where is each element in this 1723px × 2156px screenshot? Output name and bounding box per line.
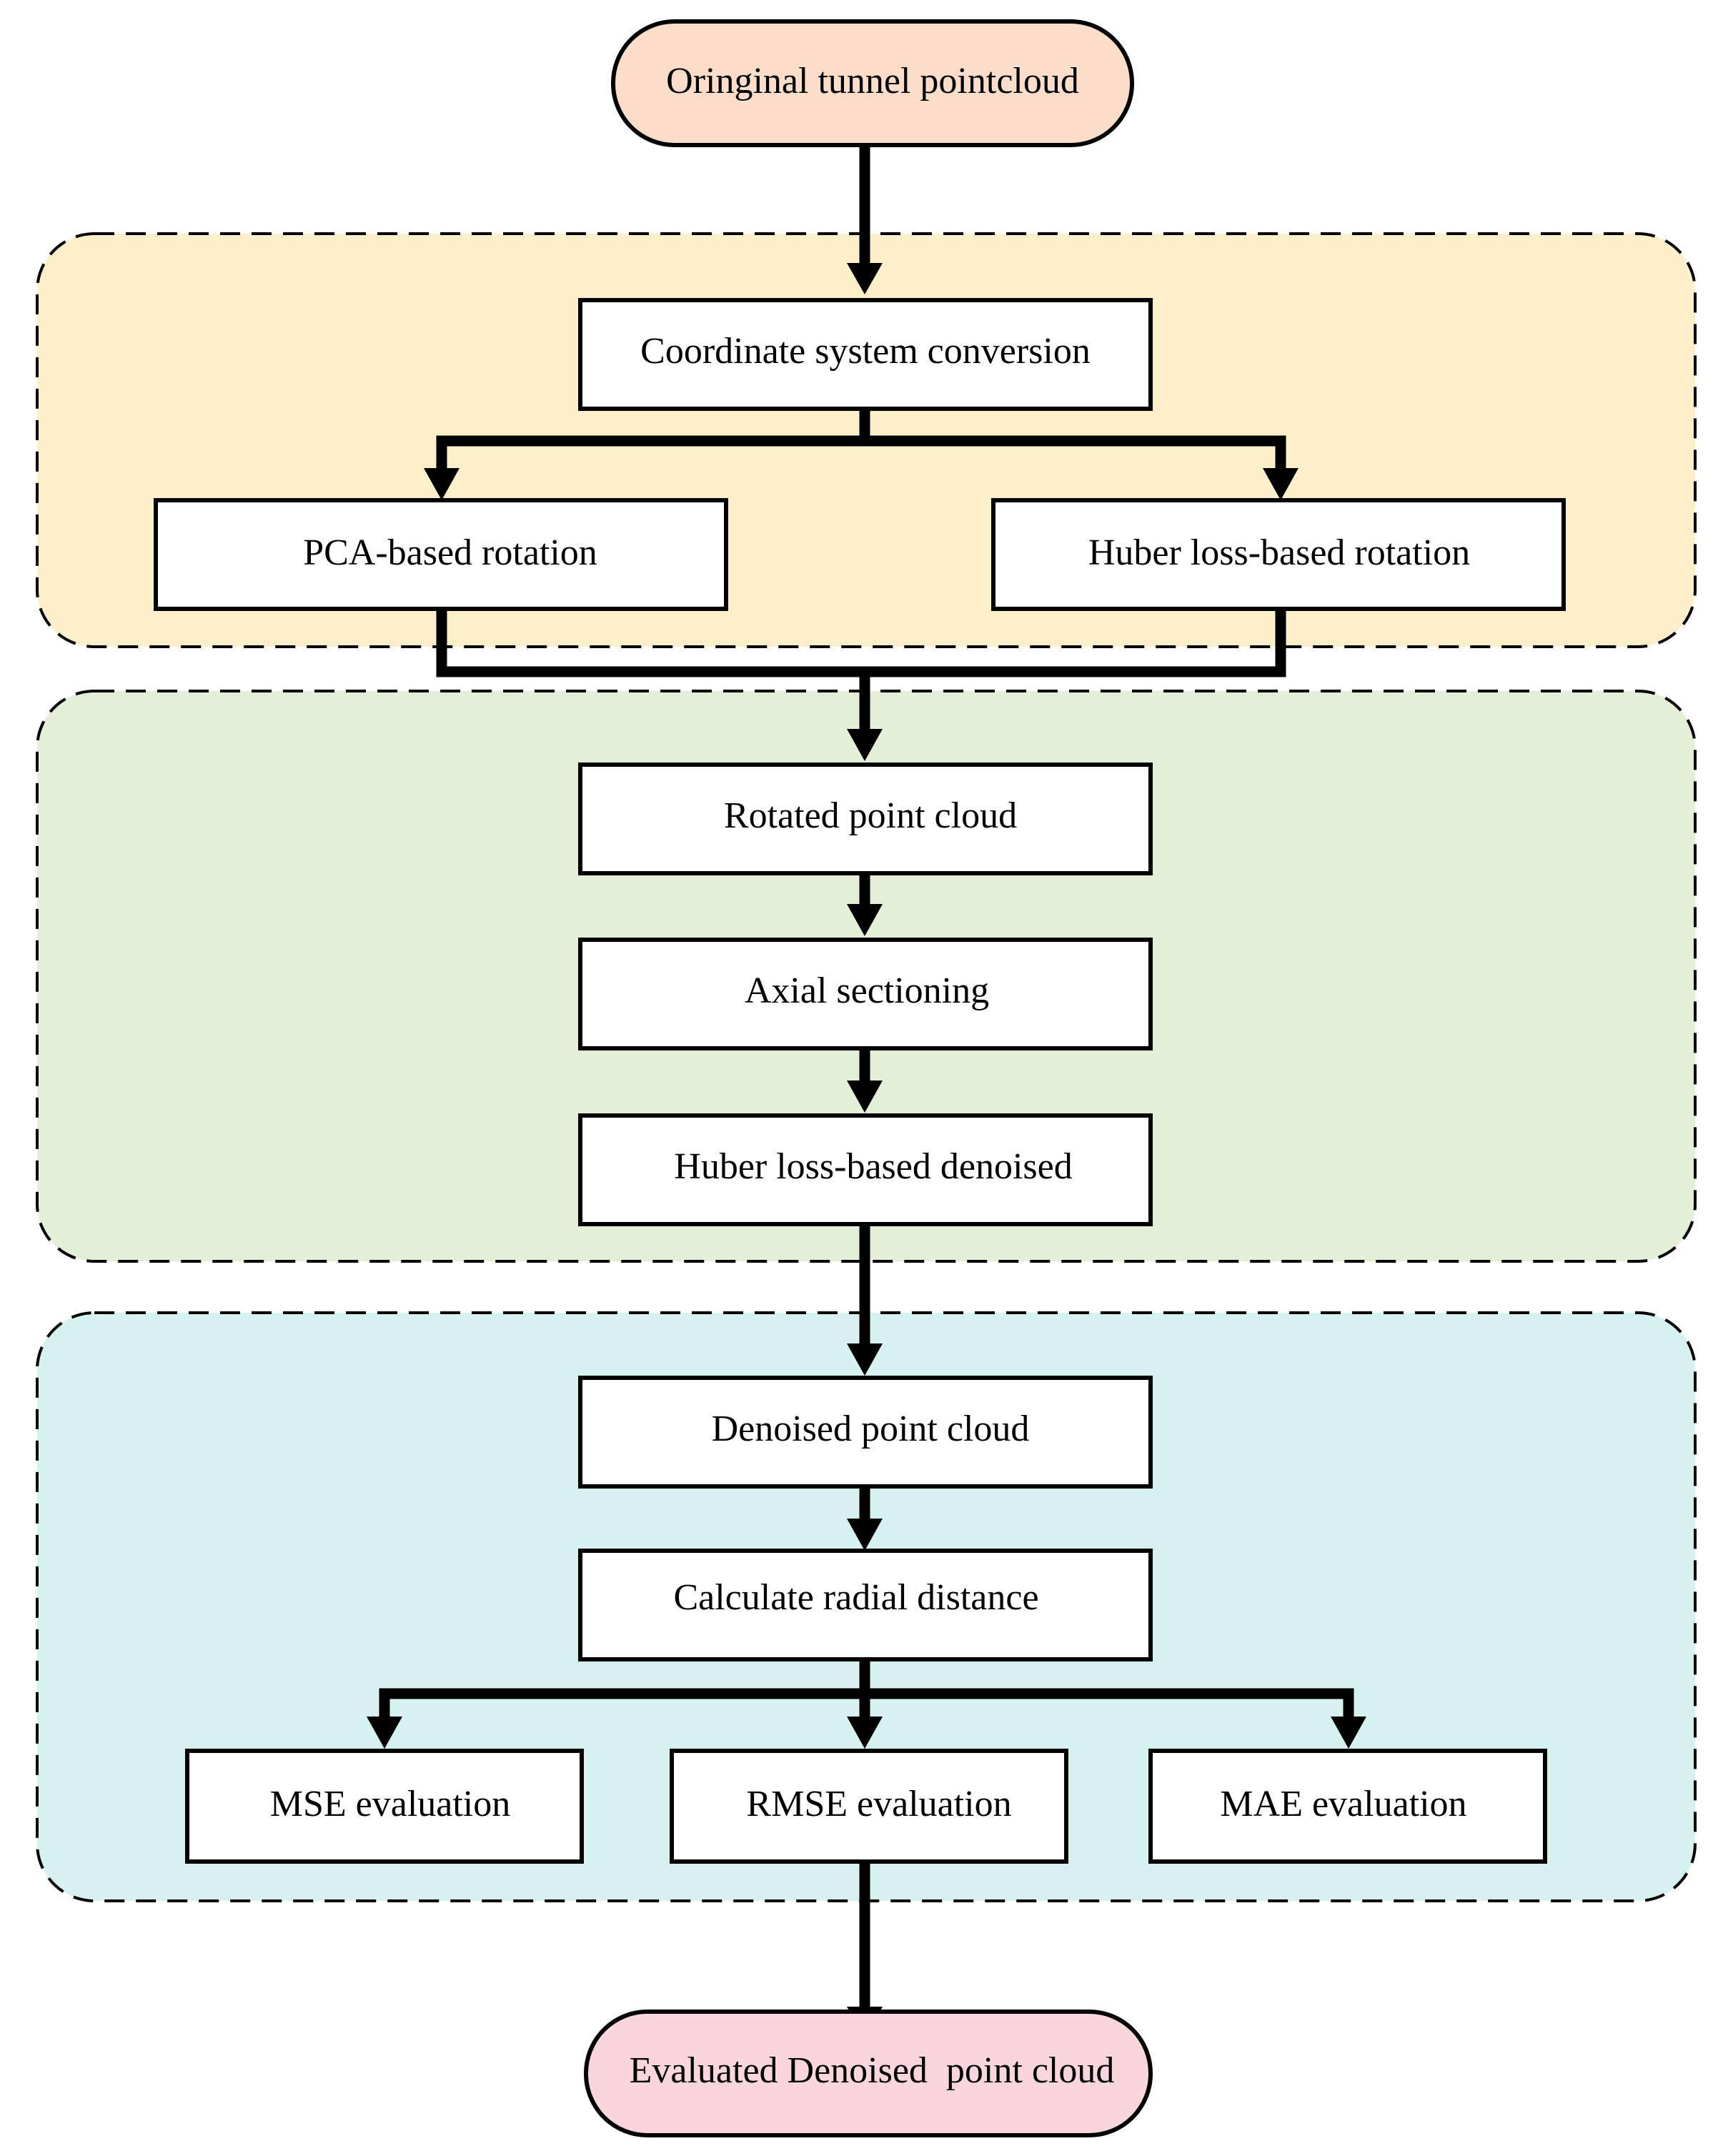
end-node: Evaluated Denoised point cloud [584,2010,1153,2137]
start-node-shape [611,19,1134,147]
node-pca-rotation-label: PCA-based rotation [303,532,597,573]
start-node: Oringinal tunnel pointcloud [611,19,1134,147]
node-radial-distance-label: Calculate radial distance [673,1577,1038,1618]
node-huber-denoised-label: Huber loss-based denoised [674,1146,1072,1187]
node-denoised-point-cloud-box [578,1376,1153,1489]
arrowhead-axial [847,904,883,936]
node-rmse-evaluation-label: RMSE evaluation [746,1784,1011,1824]
arrowhead-pca [424,468,460,500]
arrowhead-huber-rotation [1263,468,1299,500]
node-mse-evaluation-label: MSE evaluation [270,1784,511,1824]
arrowhead-denoise [847,1081,883,1113]
arrowhead-mse [367,1717,402,1749]
end-node-label: Evaluated Denoised point cloud [630,2050,1115,2091]
node-radial-distance-box [578,1549,1153,1661]
node-coordinate-conversion-box [578,298,1153,411]
start-node-label: Oringinal tunnel pointcloud [666,61,1079,101]
node-huber-rotation-box [991,498,1566,611]
node-huber-rotation-label: Huber loss-based rotation [1088,532,1470,573]
node-axial-sectioning-label: Axial sectioning [745,970,989,1011]
arrowhead-mae [1331,1717,1366,1749]
node-pca-rotation-box [154,498,728,611]
node-denoised-point-cloud: Denoised point cloud [578,1376,1153,1489]
arrowhead-rmse [847,1717,883,1749]
node-coordinate-conversion: Coordinate system conversion [578,298,1153,411]
connectors [367,145,1366,2039]
node-rotated-point-cloud-box [578,762,1153,875]
arrowhead-rotated [847,729,883,761]
arrowhead-denoised-cloud [847,1343,883,1376]
node-axial-sectioning-box [578,938,1153,1050]
node-huber-denoised-box [578,1113,1153,1226]
node-huber-rotation: Huber loss-based rotation [991,498,1566,611]
arrowhead-radial [847,1519,883,1551]
node-mae-evaluation: MAE evaluation [1148,1749,1547,1864]
node-rotated-point-cloud-label: Rotated point cloud [724,795,1017,836]
node-rmse-evaluation-box [670,1749,1068,1864]
node-huber-denoised: Huber loss-based denoised [578,1113,1153,1226]
node-mae-evaluation-box [1148,1749,1547,1864]
node-pca-rotation: PCA-based rotation [154,498,728,611]
end-node-shape [584,2010,1153,2137]
node-rmse-evaluation: RMSE evaluation [670,1749,1068,1864]
node-mse-evaluation: MSE evaluation [185,1749,584,1864]
node-denoised-point-cloud-label: Denoised point cloud [712,1409,1030,1449]
node-mae-evaluation-label: MAE evaluation [1220,1784,1466,1824]
arrowhead-conversion [847,263,883,294]
node-coordinate-conversion-label: Coordinate system conversion [640,331,1091,372]
edge-radial-split [379,1688,1354,1717]
node-axial-sectioning: Axial sectioning [578,938,1153,1050]
node-rotated-point-cloud: Rotated point cloud [578,762,1153,875]
node-mse-evaluation-box [185,1749,584,1864]
node-radial-distance: Calculate radial distance [578,1549,1153,1661]
